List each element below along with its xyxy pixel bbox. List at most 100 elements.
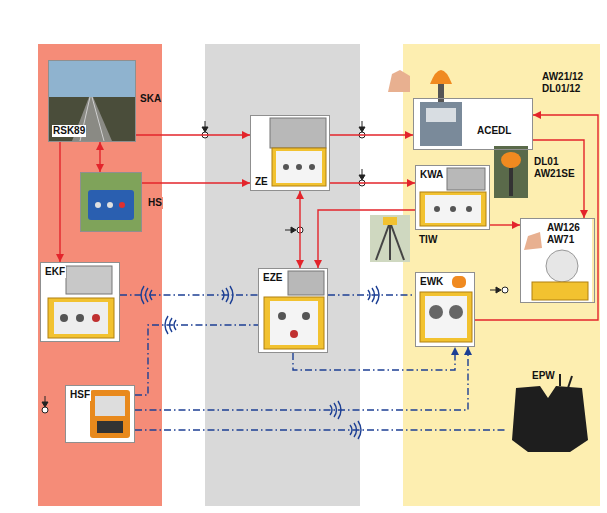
epw-vest <box>512 374 588 452</box>
cable-link <box>59 142 60 262</box>
ekf-device <box>92 314 100 322</box>
handheld-photo <box>107 202 113 208</box>
device-box: EWK <box>415 272 475 347</box>
device-label: EPW <box>531 370 556 382</box>
ekf-device <box>66 266 112 294</box>
handheld-photo <box>95 202 101 208</box>
acedl-device <box>388 70 410 92</box>
hsf-device <box>95 396 125 416</box>
epw-vest <box>512 386 588 452</box>
cable-link <box>99 142 100 172</box>
input-marker <box>42 121 508 413</box>
device-box: EPW <box>505 368 595 456</box>
input-marker <box>359 127 365 132</box>
radio-symbol <box>141 286 379 439</box>
epw-vest <box>559 374 561 386</box>
input-marker <box>496 287 501 293</box>
tripod-photo <box>376 222 390 260</box>
tripod-photo <box>389 222 391 260</box>
handheld-photo <box>119 202 125 208</box>
ekf-device <box>60 314 68 322</box>
device-label: EWK <box>419 276 444 288</box>
ze-device <box>270 118 326 148</box>
kwa-device <box>420 192 486 226</box>
device-label: ACEDL <box>476 125 512 137</box>
acedl-device <box>420 102 462 146</box>
handheld-photo <box>81 173 141 231</box>
acedl-device <box>426 108 456 122</box>
ze-device <box>276 151 322 183</box>
eze-device <box>290 330 298 338</box>
cable-link <box>490 224 520 225</box>
box-grounds <box>415 165 490 230</box>
acedl-device <box>438 82 444 102</box>
box-grounds <box>65 385 135 443</box>
ze-device <box>272 148 326 186</box>
cable-link <box>533 140 584 218</box>
input-marker <box>202 127 208 132</box>
device-label: EZE <box>262 272 283 284</box>
kwa-device <box>466 206 472 212</box>
box-grounds <box>520 218 592 303</box>
device-box: ZE <box>250 115 330 191</box>
handheld-photo <box>88 190 134 220</box>
device-label: EKF <box>44 266 66 278</box>
eze-device <box>264 297 324 349</box>
ze-device <box>296 164 302 170</box>
ze-device <box>270 118 326 186</box>
radio-link <box>135 429 505 430</box>
input-marker <box>359 175 365 180</box>
radio-link <box>120 294 258 295</box>
aw126-device <box>524 232 542 250</box>
ewk-device <box>420 276 472 342</box>
column-bands <box>403 44 600 506</box>
ekf-device <box>76 314 84 322</box>
box-grounds <box>258 268 328 353</box>
railway-photo <box>49 61 135 141</box>
tripod-photo <box>370 215 410 262</box>
device-caption: DL01 AW21SE <box>533 156 581 180</box>
device-label: HSF <box>69 389 91 401</box>
input-marker <box>42 402 48 407</box>
box-grounds <box>250 115 330 190</box>
hsf-device <box>90 390 130 438</box>
device-label: AW21/12 DL01/12 <box>541 71 593 95</box>
ewk-device <box>425 296 467 338</box>
eze-device <box>270 301 318 345</box>
device-label: RSK89 <box>52 125 86 137</box>
radio-link <box>135 325 258 395</box>
kwa-device <box>434 206 440 212</box>
tripod-photo <box>370 215 410 262</box>
cable-link <box>142 182 250 183</box>
cable-link <box>136 134 250 135</box>
cable-link <box>299 191 300 268</box>
epw-vest <box>568 376 572 388</box>
device-label: SKA <box>139 93 162 105</box>
device-label: HS <box>147 197 163 209</box>
device-box: EKF <box>40 262 120 342</box>
hsf-device <box>97 421 123 433</box>
box-grounds <box>413 98 533 150</box>
input-marker <box>502 287 508 293</box>
device-label: ZE <box>254 176 269 188</box>
ewk-device <box>449 305 463 319</box>
handheld-photo <box>81 173 141 231</box>
kwa-device <box>420 168 486 226</box>
ze-device <box>283 164 289 170</box>
device-box: HSF <box>65 385 135 443</box>
kwa-device <box>450 206 456 212</box>
ze-device <box>309 164 315 170</box>
warning-lamp-photo <box>494 146 528 198</box>
kwa-device <box>447 168 485 190</box>
eze-device <box>302 312 310 320</box>
cable-link <box>330 182 415 183</box>
eze-device <box>288 271 324 295</box>
column-bands <box>38 44 162 506</box>
input-marker <box>291 227 296 233</box>
tripod-photo <box>390 222 404 260</box>
warning-lamp-photo <box>494 146 528 198</box>
cable-link <box>330 134 413 135</box>
device-box: HS <box>80 172 142 232</box>
